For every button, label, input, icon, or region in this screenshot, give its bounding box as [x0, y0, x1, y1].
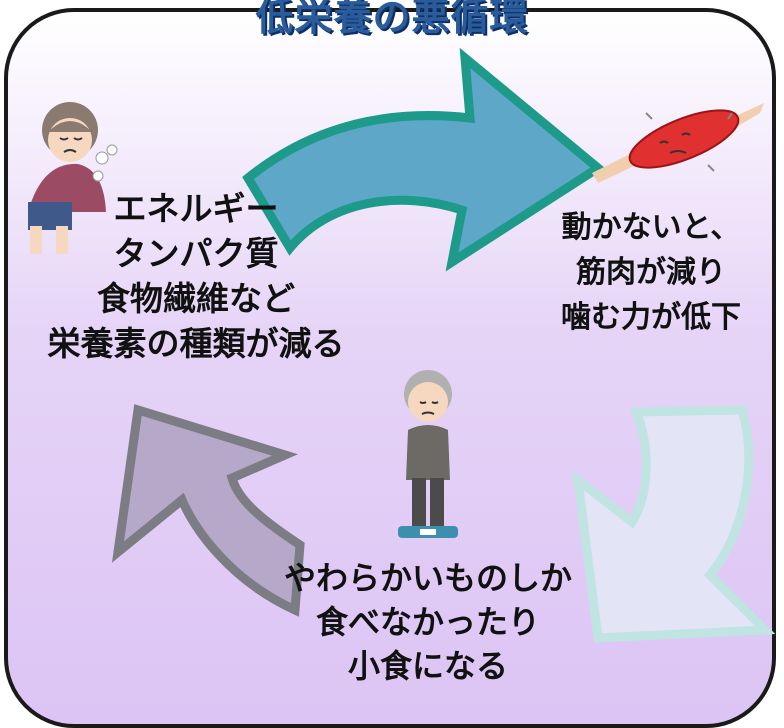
step-right-line: 噛む力が低下: [561, 300, 741, 335]
step-left-line: エネルギー: [113, 189, 279, 228]
diagram-title: 低栄養の悪循環: [255, 0, 529, 39]
arrow-top: [242, 47, 606, 272]
step-muscle-and-chewing-decline: 動かないと、 筋肉が減り 噛む力が低下: [520, 205, 782, 340]
step-right-line: 筋肉が減り: [576, 255, 726, 290]
elderly-man-on-scale-icon: [398, 370, 458, 538]
step-bottom-line: 食べなかったり: [315, 603, 540, 641]
arrow-right: [572, 405, 776, 643]
step-left-line: 栄養素の種類が減る: [47, 324, 345, 363]
cycle-arrows: [111, 47, 776, 643]
step-left-line: 食物繊維など: [97, 279, 295, 318]
tired-elderly-woman-icon: [28, 102, 118, 254]
step-bottom-line: やわらかいものしか: [283, 559, 572, 597]
weak-muscle-icon: [592, 103, 764, 183]
step-bottom-line: 小食になる: [347, 647, 508, 685]
step-left-line: タンパク質: [113, 234, 279, 273]
step-soft-food-small-meals: やわらかいものしか 食べなかったり 小食になる: [228, 556, 628, 688]
step-nutrient-variety-decreases: エネルギー タンパク質 食物繊維など 栄養素の種類が減る: [6, 186, 386, 366]
step-right-line: 動かないと、: [561, 210, 741, 245]
arrow-left: [111, 404, 305, 617]
